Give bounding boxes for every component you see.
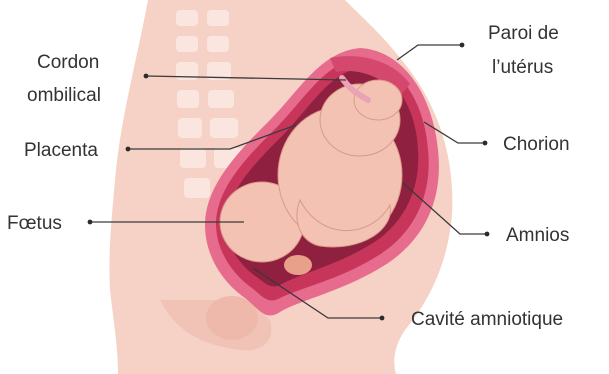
label-amnios: Amnios (506, 225, 569, 246)
label-paroi-line1: Paroi de (488, 23, 559, 44)
leader-paroi (397, 45, 462, 60)
label-cordon-line2: ombilical (27, 85, 101, 106)
label-paroi-line2: l’utérus (492, 57, 553, 78)
label-cavite: Cavité amniotique (411, 309, 563, 330)
dot-placenta (126, 147, 131, 152)
dot-chorion (483, 141, 488, 146)
label-placenta: Placenta (24, 140, 98, 161)
dot-cavite (380, 316, 385, 321)
label-chorion: Chorion (503, 134, 570, 155)
dot-paroi (460, 43, 465, 48)
label-cordon-line1: Cordon (37, 52, 99, 73)
bladder-shape (284, 255, 312, 275)
label-foetus: Fœtus (7, 213, 62, 234)
dot-foetus (88, 220, 93, 225)
dot-cordon (144, 74, 149, 79)
dot-amnios (485, 232, 490, 237)
buttock-shape (206, 296, 258, 340)
